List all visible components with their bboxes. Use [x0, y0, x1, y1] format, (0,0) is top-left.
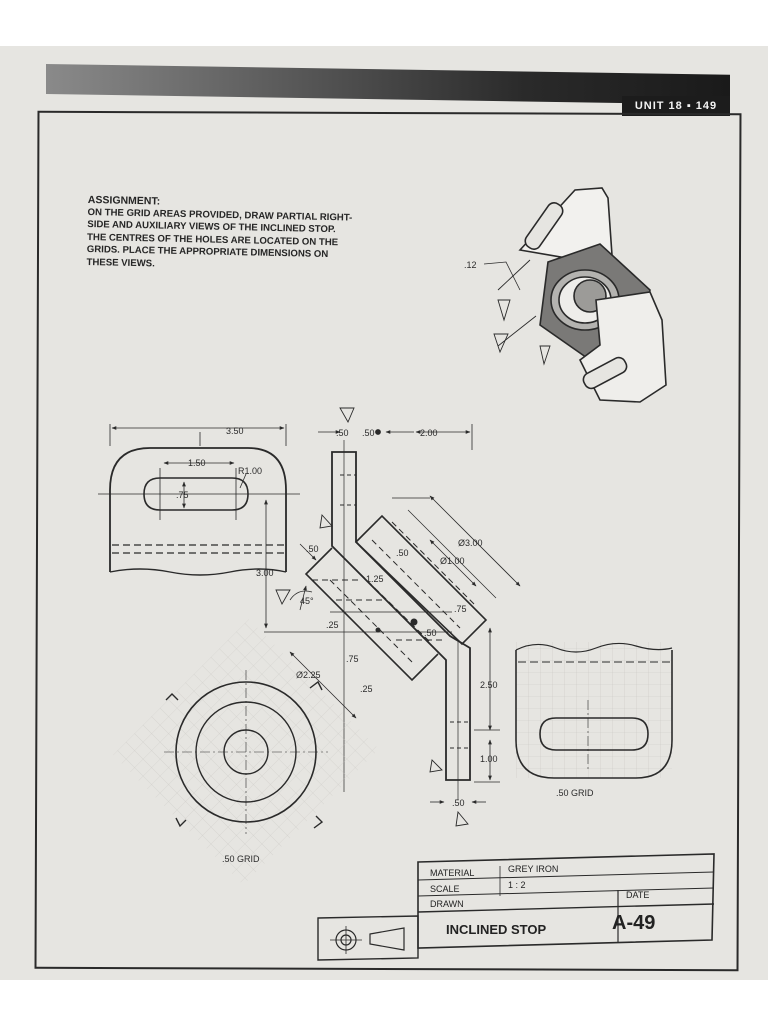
dim-r1-00: R1.00: [238, 466, 262, 476]
dim-12-leader: [483, 261, 521, 291]
inclined-main-view: [264, 407, 521, 827]
date-label: DATE: [626, 890, 650, 900]
dim-12: .12: [464, 260, 477, 270]
dim-25a: .25: [326, 620, 339, 630]
grid-label-right: .50 GRID: [556, 788, 594, 798]
scale-value: 1 : 2: [508, 880, 526, 890]
dim-1-25: 1.25: [366, 574, 384, 584]
left-partial-view: [98, 424, 300, 629]
dim-dia1-00: Ø1.00: [440, 556, 465, 566]
dim-3-00: 3.00: [256, 568, 274, 578]
dim-50c: .50: [306, 544, 319, 554]
title-block-lines: [317, 853, 715, 961]
dim-50f: .50: [452, 798, 465, 808]
dim-50d: .50: [396, 548, 409, 558]
dim-3-50: 3.50: [226, 426, 244, 436]
drawing-code: A-49: [612, 912, 656, 934]
dim-50a: .50: [336, 428, 349, 438]
dim-25b: .25: [360, 684, 373, 694]
projection-symbol-icon: [330, 926, 405, 954]
page-background: [0, 46, 768, 980]
dim-45deg: 45°: [300, 596, 314, 606]
dim-75b: .75: [454, 604, 467, 614]
dim-50b: .50: [362, 428, 375, 438]
grid-label-left: .50 GRID: [222, 854, 260, 864]
dim-dia3-00: Ø3.00: [458, 538, 483, 548]
material-value: GREY IRON: [508, 864, 559, 874]
auxiliary-grid-left: [113, 619, 379, 885]
drawn-label: DRAWN: [430, 899, 464, 909]
dim-2-50: 2.50: [480, 680, 498, 690]
dim-dia2-25: Ø2.25: [296, 670, 321, 680]
isometric-view: [493, 187, 667, 403]
drawing-title: INCLINED STOP: [446, 922, 547, 937]
dim-75a: .75: [176, 490, 189, 500]
material-label: MATERIAL: [430, 868, 475, 878]
dim-50e: .50: [424, 628, 437, 638]
dim-75c: .75: [346, 654, 359, 664]
unit-page-label: UNIT 18 ▪ 149: [622, 96, 730, 116]
right-partial-view: [515, 642, 673, 779]
dim-1-50: 1.50: [188, 458, 206, 468]
dim-2-00: 2.00: [420, 428, 438, 438]
scale-label: SCALE: [430, 884, 460, 894]
dim-1-00: 1.00: [480, 754, 498, 764]
